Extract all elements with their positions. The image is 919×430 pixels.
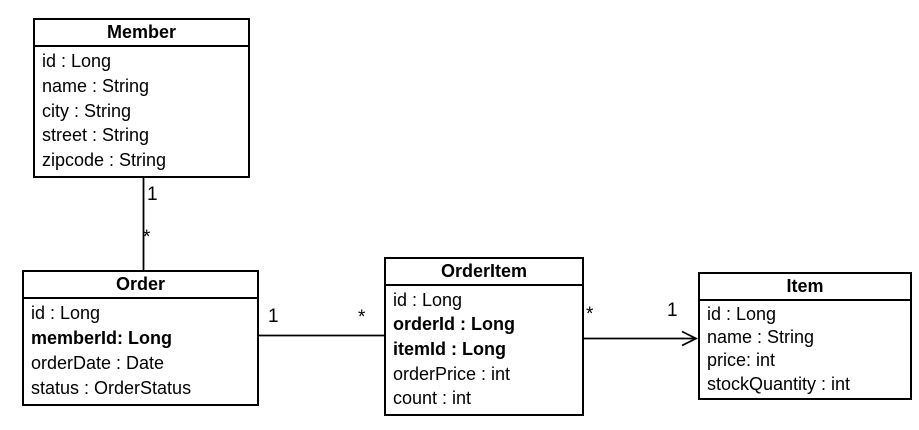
- attribute: id : Long: [31, 303, 101, 324]
- multiplicity-orderitem-side-left: *: [358, 307, 366, 328]
- multiplicity-member-end: 1: [147, 184, 158, 205]
- class-title-order: Order: [24, 272, 257, 299]
- attribute: name : String: [707, 326, 815, 347]
- attribute: id : Long: [707, 303, 777, 324]
- attribute: street : String: [42, 125, 150, 146]
- attribute: count : int: [393, 388, 472, 409]
- attribute-list-member: id : Long name : String city : String st…: [35, 47, 248, 176]
- class-box-order: Order id : Long memberId: Long orderDate…: [22, 270, 259, 406]
- multiplicity-order-end: *: [143, 227, 151, 248]
- attribute-list-orderitem: id : Long orderId : Long itemId : Long o…: [386, 286, 582, 414]
- attribute: id : Long: [393, 289, 463, 310]
- class-title-orderitem: OrderItem: [386, 259, 582, 286]
- attribute-foreign-key: memberId: Long: [31, 328, 173, 349]
- attribute: zipcode : String: [42, 150, 167, 171]
- attribute: orderPrice : int: [393, 363, 511, 384]
- open-arrowhead-icon: [681, 330, 699, 347]
- attribute-foreign-key: itemId : Long: [393, 339, 506, 360]
- class-title-member: Member: [35, 20, 248, 47]
- attribute: id : Long: [42, 51, 112, 71]
- attribute: status : OrderStatus: [31, 378, 192, 399]
- class-box-member: Member id : Long name : String city : St…: [33, 18, 250, 178]
- attribute: price: int: [707, 350, 776, 371]
- attribute: stockQuantity : int: [707, 373, 851, 394]
- class-title-item: Item: [700, 274, 910, 301]
- attribute-list-order: id : Long memberId: Long orderDate : Dat…: [24, 299, 257, 404]
- attribute-foreign-key: orderId : Long: [393, 314, 515, 335]
- multiplicity-order-side: 1: [268, 306, 279, 327]
- multiplicity-item-side: 1: [667, 300, 678, 321]
- attribute-list-item: id : Long name : String price: int stock…: [700, 301, 910, 398]
- class-box-item: Item id : Long name : String price: int …: [698, 272, 912, 400]
- attribute: name : String: [42, 75, 150, 96]
- class-box-orderitem: OrderItem id : Long orderId : Long itemI…: [384, 257, 584, 416]
- multiplicity-orderitem-side-right: *: [586, 304, 594, 325]
- attribute: city : String: [42, 100, 132, 121]
- attribute: orderDate : Date: [31, 353, 165, 374]
